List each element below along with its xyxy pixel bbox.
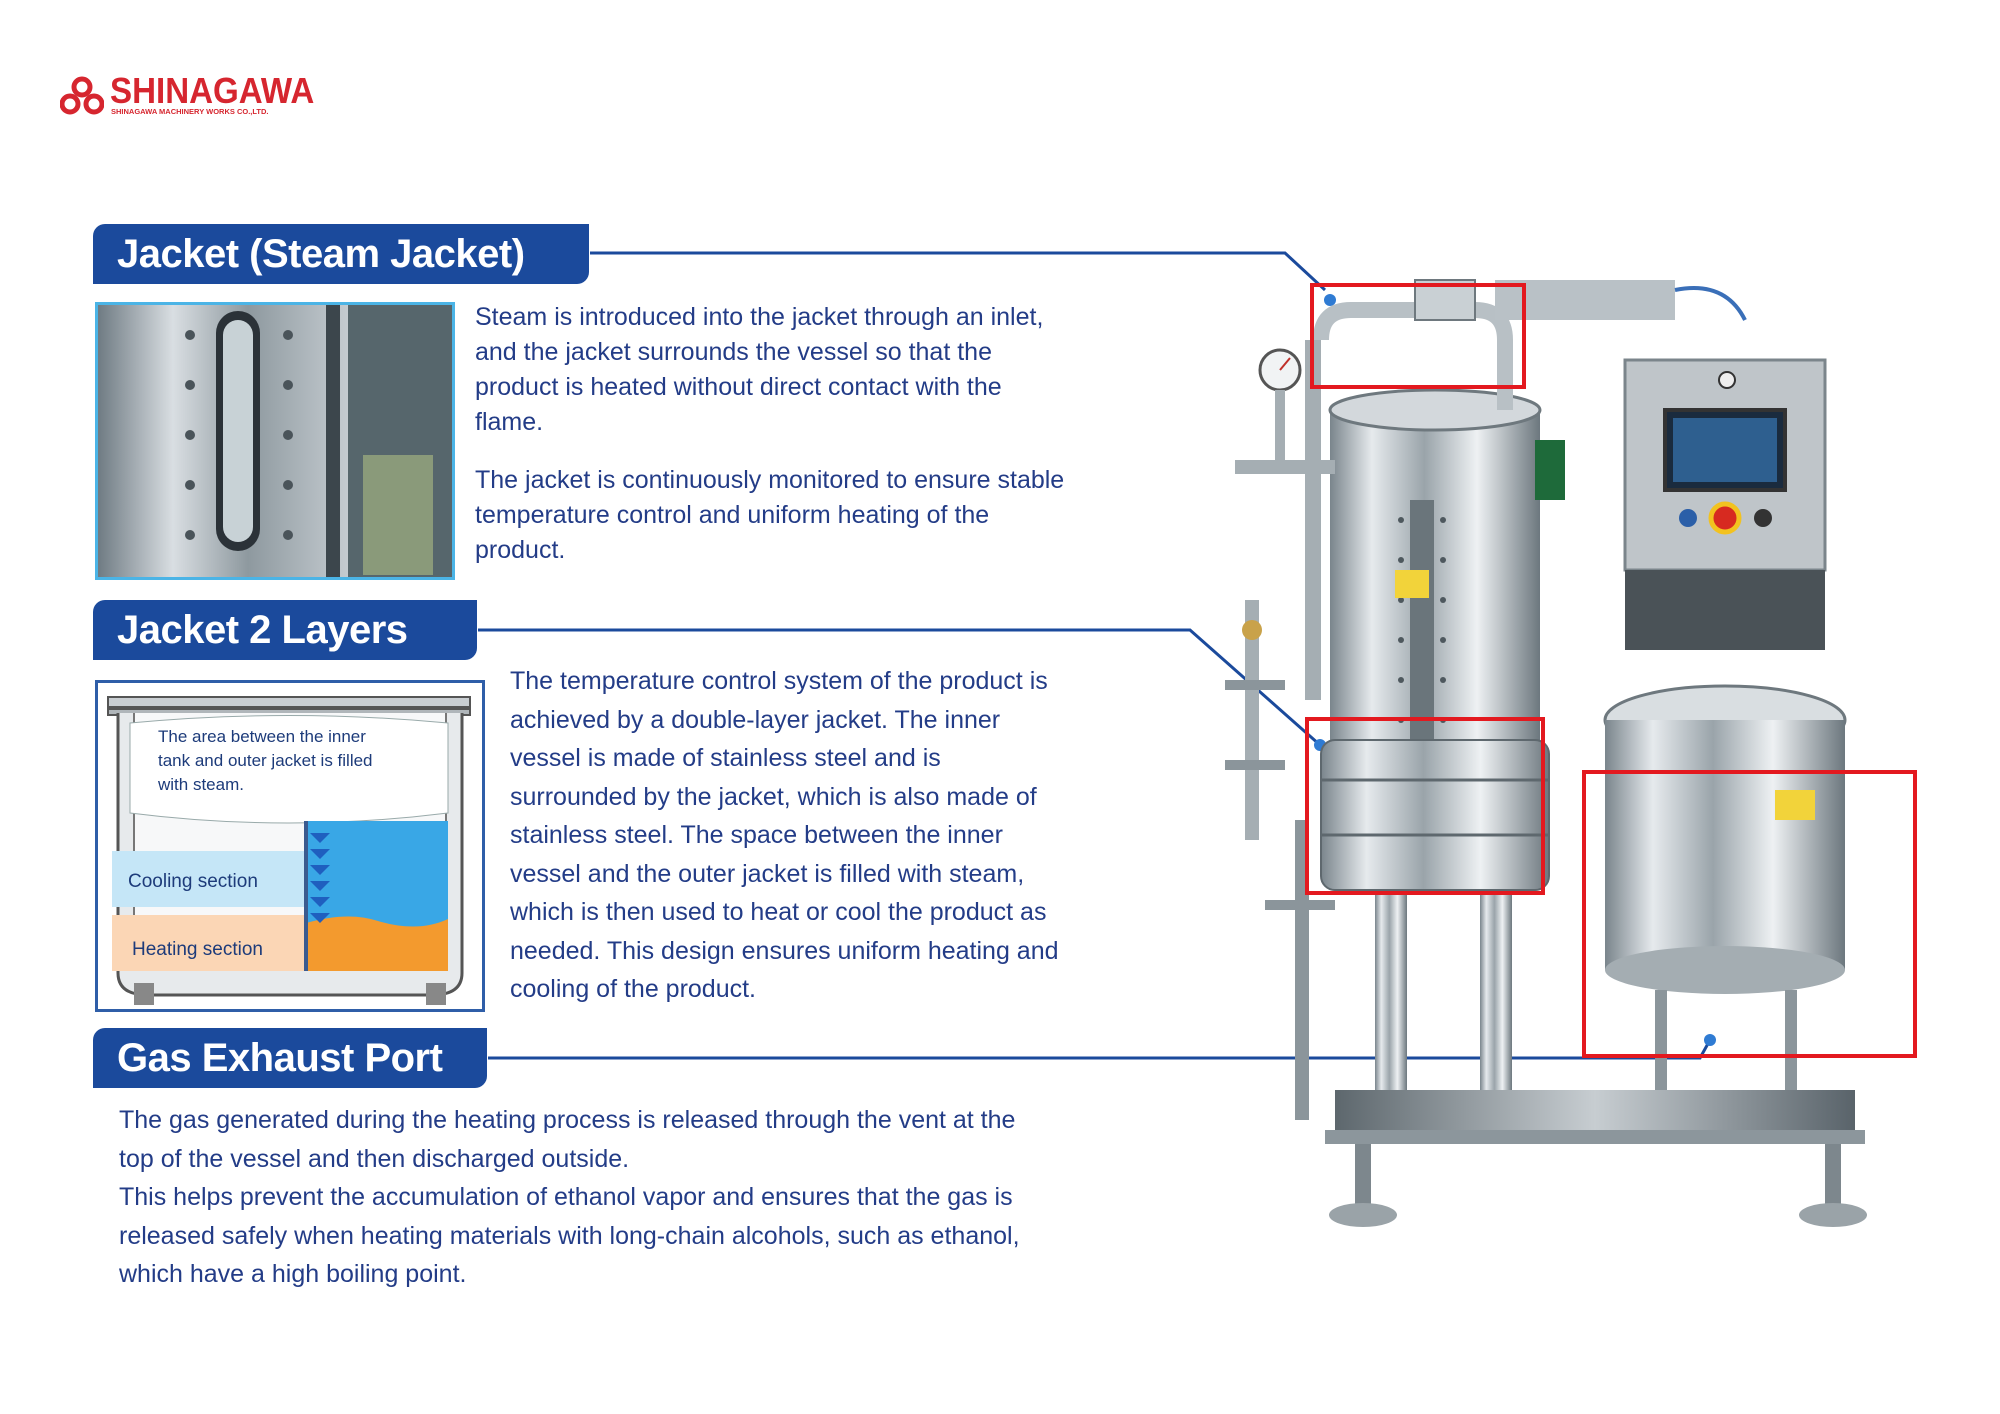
connector-jacket bbox=[590, 251, 1327, 292]
jacket-layers-paragraph-1: The temperature control system of the pr… bbox=[510, 667, 1059, 1003]
steam-jacket-paragraph-1: Steam is introduced into the jacket thro… bbox=[475, 303, 1044, 436]
cooling-section-label: Cooling section bbox=[128, 871, 258, 892]
brand-name: SHINAGAWA bbox=[110, 70, 315, 111]
section-title-jacket-2-layers: Jacket 2 Layers bbox=[93, 600, 477, 660]
steam-jacket-paragraph-2: The jacket is continuously monitored to … bbox=[475, 466, 1065, 564]
section-title-gas-exhaust-port: Gas Exhaust Port bbox=[93, 1028, 487, 1088]
jacket-layers-diagram: The area between the inner tank and oute… bbox=[95, 680, 485, 1012]
jacket-layers-description: The temperature control system of the pr… bbox=[510, 662, 1070, 1009]
heating-section-label: Heating section bbox=[132, 939, 263, 960]
steam-jacket-photo bbox=[95, 302, 455, 580]
brand-logo: SHINAGAWA SHINAGAWA MACHINERY WORKS CO.,… bbox=[60, 70, 314, 120]
diagram-note: The area between the inner tank and oute… bbox=[158, 727, 373, 794]
highlight-double-jacket bbox=[1305, 717, 1545, 895]
gas-exhaust-paragraph-2: This helps prevent the accumulation of e… bbox=[119, 1183, 1020, 1288]
connector-layers bbox=[478, 628, 1321, 747]
steam-jacket-description: Steam is introduced into the jacket thro… bbox=[475, 300, 1065, 568]
machine-image bbox=[1185, 260, 1917, 1250]
gas-exhaust-description: The gas generated during the heating pro… bbox=[119, 1101, 1039, 1294]
shinagawa-logo-icon bbox=[60, 76, 104, 115]
gas-exhaust-paragraph-1: The gas generated during the heating pro… bbox=[119, 1106, 1016, 1173]
highlight-steam-inlet bbox=[1310, 283, 1526, 389]
section-title-steam-jacket: Jacket (Steam Jacket) bbox=[93, 224, 589, 284]
highlight-gas-exhaust bbox=[1582, 770, 1917, 1058]
connector-exhaust bbox=[488, 1039, 1712, 1060]
brand-subtitle: SHINAGAWA MACHINERY WORKS CO.,LTD. bbox=[111, 107, 269, 116]
